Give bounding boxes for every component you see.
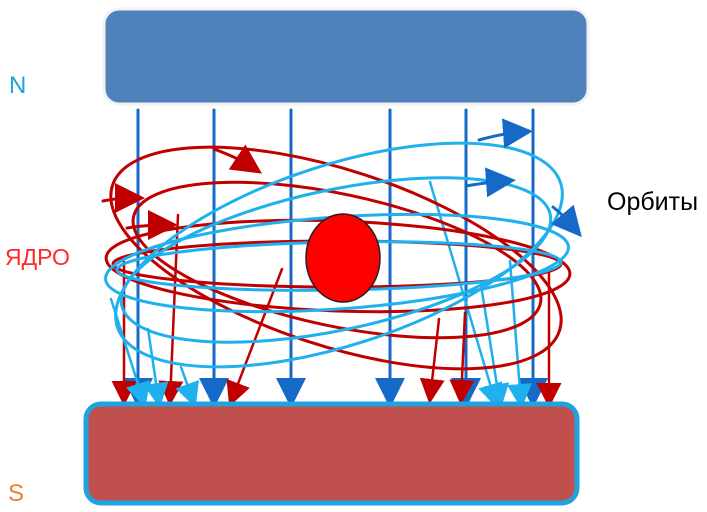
blue-orbit-arrow <box>464 167 516 198</box>
nucleus-label: ЯДРО <box>5 244 70 270</box>
light-field-arrow <box>143 327 169 408</box>
south-pole-label: S <box>8 480 25 507</box>
nucleus-circle <box>305 213 381 303</box>
red-orbit-arrow <box>101 183 145 214</box>
light-field-arrow <box>507 259 532 409</box>
north-pole-label: N <box>9 72 27 99</box>
south-pole-magnet <box>83 401 580 506</box>
red-field-arrow <box>449 311 475 405</box>
red-orbit <box>109 145 563 371</box>
red-field-arrow <box>419 317 445 404</box>
orbits-label: Орбиты <box>607 188 699 216</box>
blue-orbit-arrow <box>550 204 582 238</box>
blue-orbit <box>114 141 564 369</box>
red-orbit <box>131 180 543 340</box>
red-orbit-arrow <box>125 210 178 241</box>
blue-orbits <box>104 118 582 369</box>
blue-orbit-arrow <box>477 118 533 149</box>
red-orbit-arrow <box>212 144 262 174</box>
light-field-arrow <box>175 365 199 408</box>
north-pole-magnet <box>102 7 590 106</box>
blue-orbit <box>119 176 553 344</box>
